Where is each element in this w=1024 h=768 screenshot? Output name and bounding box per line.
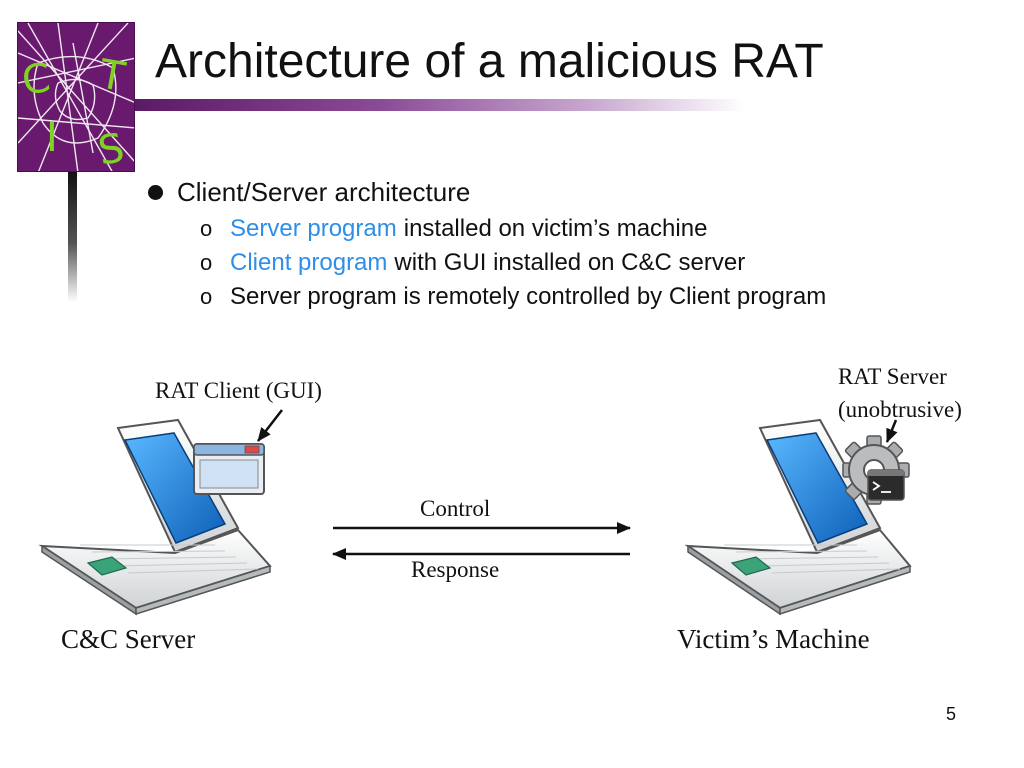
rat-client-label: RAT Client (GUI) (155, 378, 322, 403)
page-number: 5 (946, 704, 957, 724)
victim-machine-caption: Victim’s Machine (677, 624, 870, 654)
logo: C T I S (17, 22, 135, 172)
cc-laptop-icon (38, 418, 272, 616)
response-label: Response (411, 557, 500, 582)
control-label: Control (420, 496, 491, 521)
slide-title: Architecture of a malicious RAT (155, 35, 824, 88)
client-pointer-arrow (257, 409, 283, 442)
title-underline (135, 99, 745, 111)
terminal-icon (867, 469, 905, 501)
rat-server-label: RAT Server (unobtrusive) (838, 360, 962, 426)
sub-bullet-text: with GUI installed on C&C server (394, 249, 746, 276)
sub-bullet: o Server program is remotely controlled … (200, 280, 1008, 314)
logo-letter-i: I (46, 115, 58, 161)
bullet-dot-icon (148, 184, 163, 200)
logo-letter-c: C (19, 55, 53, 104)
bullet-list: Client/Server architecture o Server prog… (148, 172, 1008, 314)
circle-bullet-icon: o (200, 216, 213, 241)
gui-window-icon (193, 443, 265, 495)
sub-bullet-list: o Server program installed on victim’s m… (148, 212, 1008, 314)
victim-laptop-icon (684, 418, 912, 616)
sub-bullet-highlight: Client program (230, 249, 388, 276)
sub-bullet-text: Server program is remotely controlled by… (230, 283, 827, 310)
circle-bullet-icon: o (200, 284, 213, 309)
logo-vertical-bar (68, 172, 77, 302)
sub-bullet-highlight: Server program (230, 215, 397, 242)
sub-bullet: o Server program installed on victim’s m… (200, 212, 1008, 246)
bullet-main-text: Client/Server architecture (177, 177, 471, 207)
rat-server-label-line2: (unobtrusive) (838, 397, 962, 422)
server-pointer-arrow (885, 419, 898, 443)
cc-server-caption: C&C Server (61, 624, 196, 654)
logo-web-icon: C T I S (18, 23, 134, 171)
rat-server-label-line1: RAT Server (838, 364, 947, 389)
sub-bullet-text: installed on victim’s machine (403, 215, 708, 242)
sub-bullet: o Client program with GUI installed on C… (200, 246, 1008, 280)
bullet-main: Client/Server architecture (148, 172, 1008, 212)
circle-bullet-icon: o (200, 250, 213, 275)
